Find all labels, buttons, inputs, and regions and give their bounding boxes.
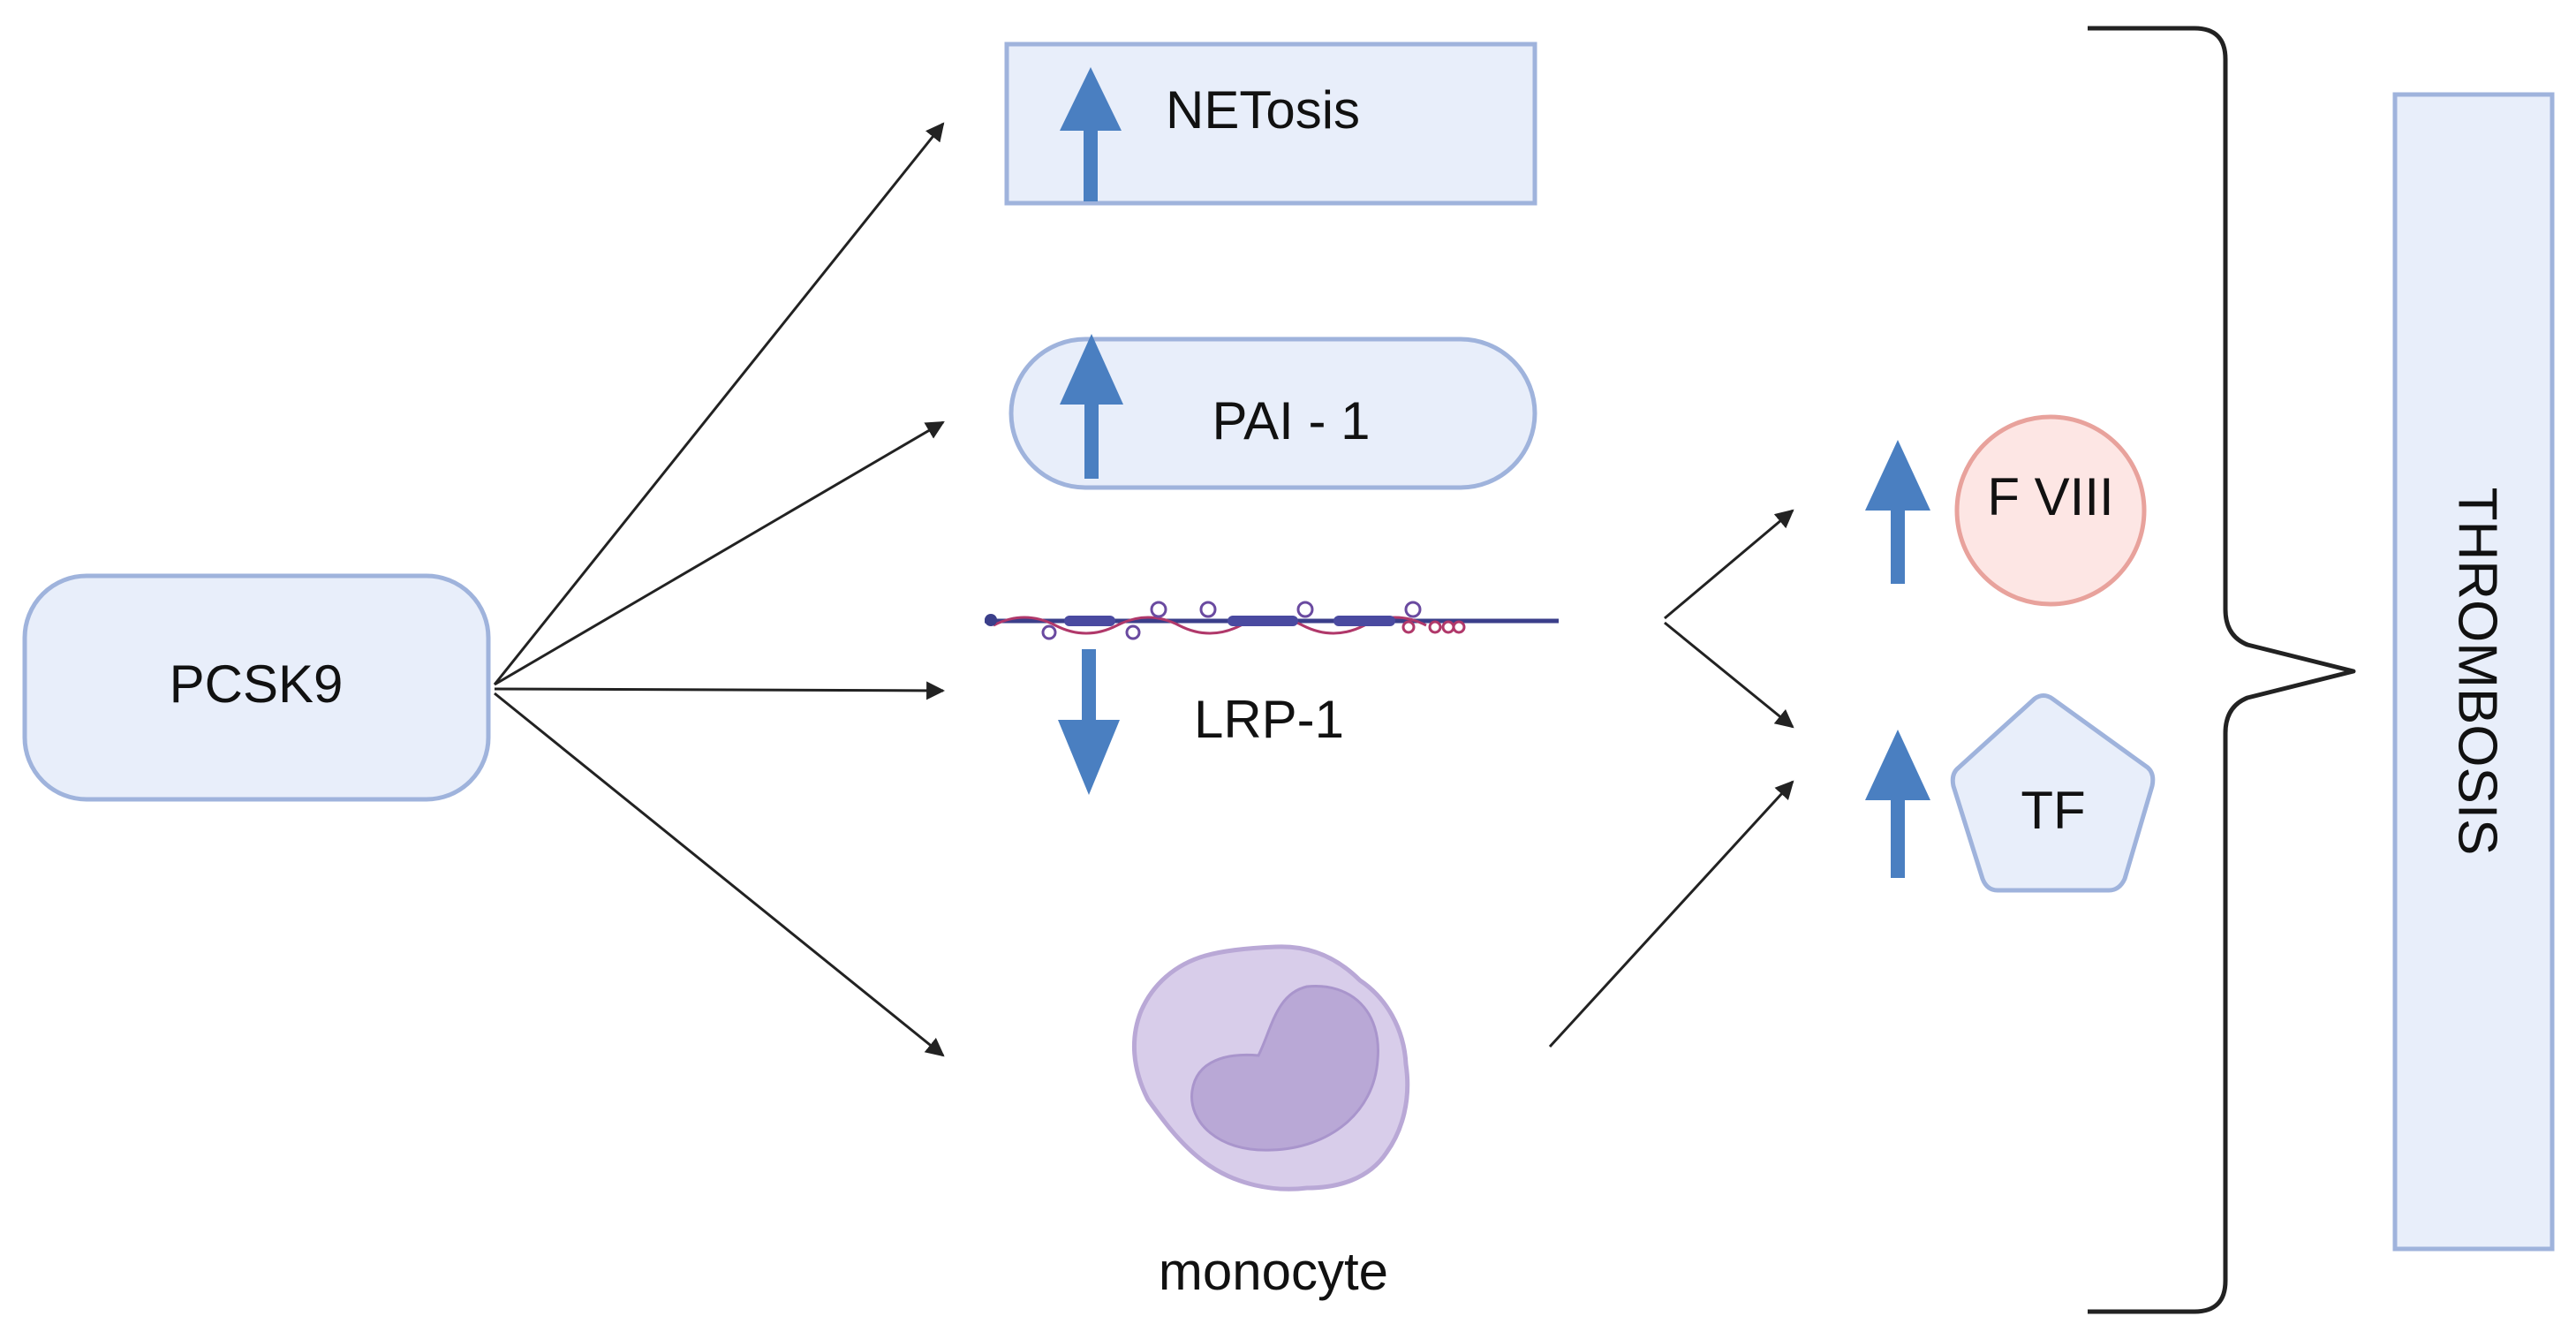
tf-label: TF — [2021, 781, 2085, 840]
lrp1-label: LRP-1 — [1194, 690, 1344, 749]
thrombosis-box — [2392, 92, 2555, 1252]
thrombosis-node: THROMBOSIS — [2392, 92, 2555, 1252]
arrow-lrp1-to-f8 — [1664, 509, 1794, 620]
up-arrow-icon — [1060, 334, 1123, 479]
pcsk9-label: PCSK9 — [170, 654, 344, 714]
grouping-brace — [2088, 26, 2356, 1314]
thrombosis-label: THROMBOSIS — [2447, 488, 2508, 856]
coagulation-arrows — [1548, 509, 1794, 1048]
pai1-box — [1008, 337, 1537, 490]
tf-pentagon — [1950, 693, 2156, 893]
arrow-monocyte-to-tf — [1548, 780, 1794, 1048]
arrow-pcsk9-to-pai1 — [494, 420, 945, 686]
f8-circle — [1954, 414, 2147, 607]
up-arrow-icon — [1865, 730, 1930, 878]
tf-node: TF — [1865, 693, 2156, 893]
f8-label: F VIII — [1987, 467, 2113, 526]
monocyte-label: monocyte — [1159, 1242, 1388, 1301]
down-arrow-icon — [1058, 649, 1120, 795]
arrow-pcsk9-to-lrp1 — [494, 681, 946, 700]
pcsk9-box — [22, 573, 491, 802]
arrow-lrp1-to-tf — [1664, 621, 1794, 729]
up-arrow-icon — [1865, 440, 1930, 584]
up-arrow-icon — [1060, 67, 1122, 201]
arrow-pcsk9-to-monocyte — [494, 692, 945, 1057]
lrp1-node: LRP-1 — [985, 601, 1559, 795]
monocyte-node: monocyte — [1132, 944, 1410, 1301]
lrp1-receptor-icon — [985, 601, 1559, 640]
pai1-node: PAI - 1 — [1008, 334, 1537, 490]
f8-node: F VIII — [1865, 414, 2147, 607]
pcsk9-node: PCSK9 — [22, 573, 491, 802]
monocyte-nucleus-icon — [1190, 985, 1379, 1152]
pai1-label: PAI - 1 — [1212, 391, 1371, 450]
arrow-pcsk9-to-netosis — [493, 122, 945, 685]
pcsk9-arrows — [493, 122, 946, 1057]
netosis-label: NETosis — [1166, 80, 1360, 140]
netosis-node: NETosis — [1004, 42, 1537, 206]
